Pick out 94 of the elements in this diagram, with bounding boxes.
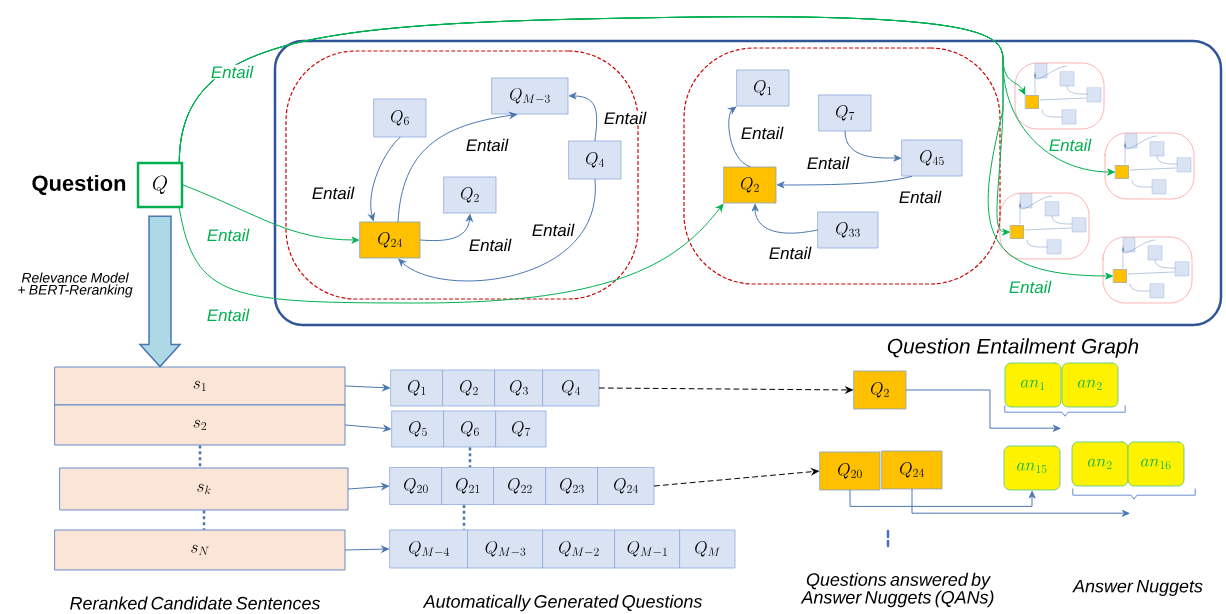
edge-label: Entail xyxy=(310,185,356,201)
question-box: $Q_4$ xyxy=(568,140,622,180)
question-box xyxy=(1025,95,1039,109)
edge-label: Entail xyxy=(467,237,513,253)
question-box: $Q_1$ xyxy=(736,69,790,107)
arrow xyxy=(178,16,1113,280)
question-box: $Q_{M-3}$ xyxy=(491,77,569,115)
question-box xyxy=(1010,225,1024,239)
answer-nugget-box: $an_2$ xyxy=(1071,441,1129,487)
question-cell: $Q_M$ xyxy=(679,529,736,569)
sentence-box: $s_k$ xyxy=(59,467,349,511)
question-cell: $Q_{M-2}$ xyxy=(542,529,616,569)
question-cell: $Q_3$ xyxy=(494,369,544,407)
arrow xyxy=(347,483,389,490)
arrow xyxy=(397,112,517,223)
edge-label: Entail xyxy=(205,307,251,323)
edge-label: Entail xyxy=(209,64,255,80)
dotted-line xyxy=(462,504,466,530)
arrow xyxy=(344,384,390,391)
arrow xyxy=(728,106,751,168)
edge-label: Entail xyxy=(767,245,813,261)
arrow xyxy=(598,386,853,394)
arrow xyxy=(178,203,724,304)
arrow xyxy=(751,204,819,234)
bracket xyxy=(1004,405,1126,417)
answer-nugget-box: $an_{15}$ xyxy=(1003,445,1061,491)
question-box: $Q_{24}$ xyxy=(359,221,421,259)
question-cell: $Q_{20}$ xyxy=(389,467,443,505)
edge-label: Entail xyxy=(602,110,648,126)
question-cell: $Q_6$ xyxy=(443,410,497,448)
answer-nugget-box: $an_{16}$ xyxy=(1127,441,1185,487)
arrow xyxy=(182,184,359,244)
block-arrow xyxy=(138,215,182,368)
question-cell: $Q_4$ xyxy=(542,369,600,407)
edge-label: Entail xyxy=(205,227,251,243)
question-box: $Q_{20}$ xyxy=(819,451,881,491)
edge-label: Entail xyxy=(464,137,510,153)
question-box: $Q_6$ xyxy=(373,98,427,138)
edge-label: Entail xyxy=(1047,137,1093,153)
question-cell: $Q_{M-4}$ xyxy=(389,529,469,569)
arrow xyxy=(368,136,401,221)
question-cell: $Q_{22}$ xyxy=(493,467,547,505)
arrow xyxy=(849,489,1036,507)
caption-text: Answer Nuggets xyxy=(1072,579,1203,596)
bracket xyxy=(1072,488,1196,500)
node-label: Question Entailment Graph xyxy=(887,338,1139,358)
node-label: Question xyxy=(32,174,126,196)
sentence-box: $s_2$ xyxy=(54,404,346,446)
answer-nugget-box: $an_2$ xyxy=(1061,362,1119,408)
sentence-box: $s_1$ xyxy=(54,366,346,406)
edge-label: Entail xyxy=(805,155,851,171)
edge-label: Entail xyxy=(530,222,576,238)
caption-text: Questions answered by Answer Nuggets (QANs) xyxy=(800,572,994,608)
question-box: $Q_{24}$ xyxy=(881,450,943,490)
question-box: $Q_2$ xyxy=(853,370,907,410)
question-box xyxy=(1113,269,1127,283)
question-box: $Q_2$ xyxy=(723,166,777,204)
dotted-line xyxy=(202,510,206,530)
question-cell: $Q_{23}$ xyxy=(545,467,599,505)
caption-text: Automatically Generated Questions xyxy=(422,594,702,612)
dotted-line xyxy=(198,445,202,468)
arrow xyxy=(344,545,389,553)
question-cell: $Q_{M-3}$ xyxy=(467,529,544,569)
arrow xyxy=(398,178,596,282)
question-cell: $Q_7$ xyxy=(495,410,547,448)
arrow xyxy=(569,92,598,142)
question-box: Question $Q$ xyxy=(32,161,184,209)
arrow xyxy=(344,424,391,432)
question-box: $Q_{33}$ xyxy=(817,211,879,249)
arrow xyxy=(905,389,1061,432)
question-cell: $Q_1$ xyxy=(390,369,444,407)
question-cell: $Q_{M-1}$ xyxy=(614,529,681,569)
question-box: $Q_7$ xyxy=(818,94,872,132)
question-box: $Q_2$ xyxy=(443,176,497,214)
question-box: $Q_{45}$ xyxy=(901,139,963,177)
edge-label: Entail xyxy=(897,189,943,205)
question-box xyxy=(1115,165,1129,179)
question-cell: $Q_5$ xyxy=(391,410,445,448)
arrow xyxy=(653,468,819,487)
edge-label: Entail xyxy=(739,125,785,141)
question-cell: $Q_{21}$ xyxy=(441,467,495,505)
cluster-outline xyxy=(683,47,1001,285)
question-cell: $Q_2$ xyxy=(442,369,496,407)
caption-text: Reranked Candidate Sentences xyxy=(70,596,321,610)
answer-nugget-box: $an_1$ xyxy=(1004,362,1062,408)
arrow xyxy=(911,488,1130,517)
edge-label: Entail xyxy=(1007,279,1053,295)
arrow xyxy=(419,214,473,242)
dotted-line xyxy=(468,447,472,468)
arrow xyxy=(844,130,901,162)
sentence-box: $s_N$ xyxy=(54,529,346,571)
edge-label: Relevance Model + BERT-Reranking xyxy=(18,272,133,298)
question-cell: $Q_{24}$ xyxy=(597,467,655,505)
arrow xyxy=(777,175,913,189)
